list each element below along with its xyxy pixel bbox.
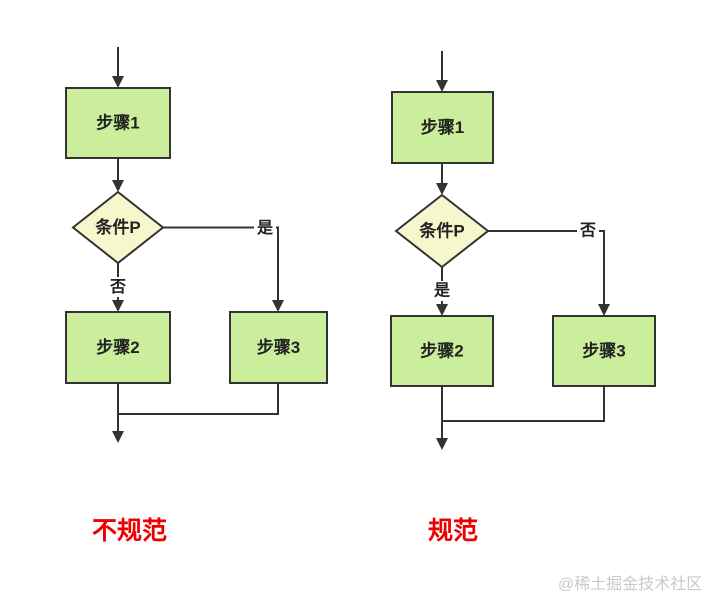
flowchart-nonstandard: 步骤1 条件P 是 否 步骤2 步骤3 不规范 xyxy=(65,47,328,545)
watermark-text: @稀土掘金技术社区 xyxy=(558,575,702,593)
arrow-condition-to-step3 xyxy=(163,226,284,312)
flowchart-standard: 步骤1 条件P 否 是 步骤2 步骤3 规范 xyxy=(390,51,656,545)
branch-side-label-bg xyxy=(254,218,276,238)
node-step1-label: 步骤1 xyxy=(96,113,139,133)
node-condition-label: 条件P xyxy=(94,217,140,237)
caption-nonstandard: 不规范 xyxy=(92,517,167,545)
node-condition-label: 条件P xyxy=(418,221,464,241)
branch-side-label: 是 xyxy=(256,219,273,237)
branch-side-label-bg xyxy=(577,221,599,241)
merge-line xyxy=(118,383,279,415)
branch-side-label: 否 xyxy=(579,222,596,240)
node-step3-label: 步骤3 xyxy=(582,341,625,361)
merge-line xyxy=(442,386,605,422)
arrow-condition-to-step3 xyxy=(488,230,610,316)
branch-down-label: 是 xyxy=(433,282,450,300)
node-step2-label: 步骤2 xyxy=(96,337,139,357)
branch-down-label-bg xyxy=(431,281,453,301)
branch-down-label: 否 xyxy=(109,278,126,296)
node-step1-label: 步骤1 xyxy=(421,117,464,137)
caption-standard: 规范 xyxy=(428,517,478,545)
node-step2-label: 步骤2 xyxy=(420,341,463,361)
node-step1 xyxy=(391,91,494,164)
node-step2 xyxy=(390,315,494,387)
node-step3-label: 步骤3 xyxy=(257,337,300,357)
branch-down-label-bg xyxy=(107,277,129,297)
